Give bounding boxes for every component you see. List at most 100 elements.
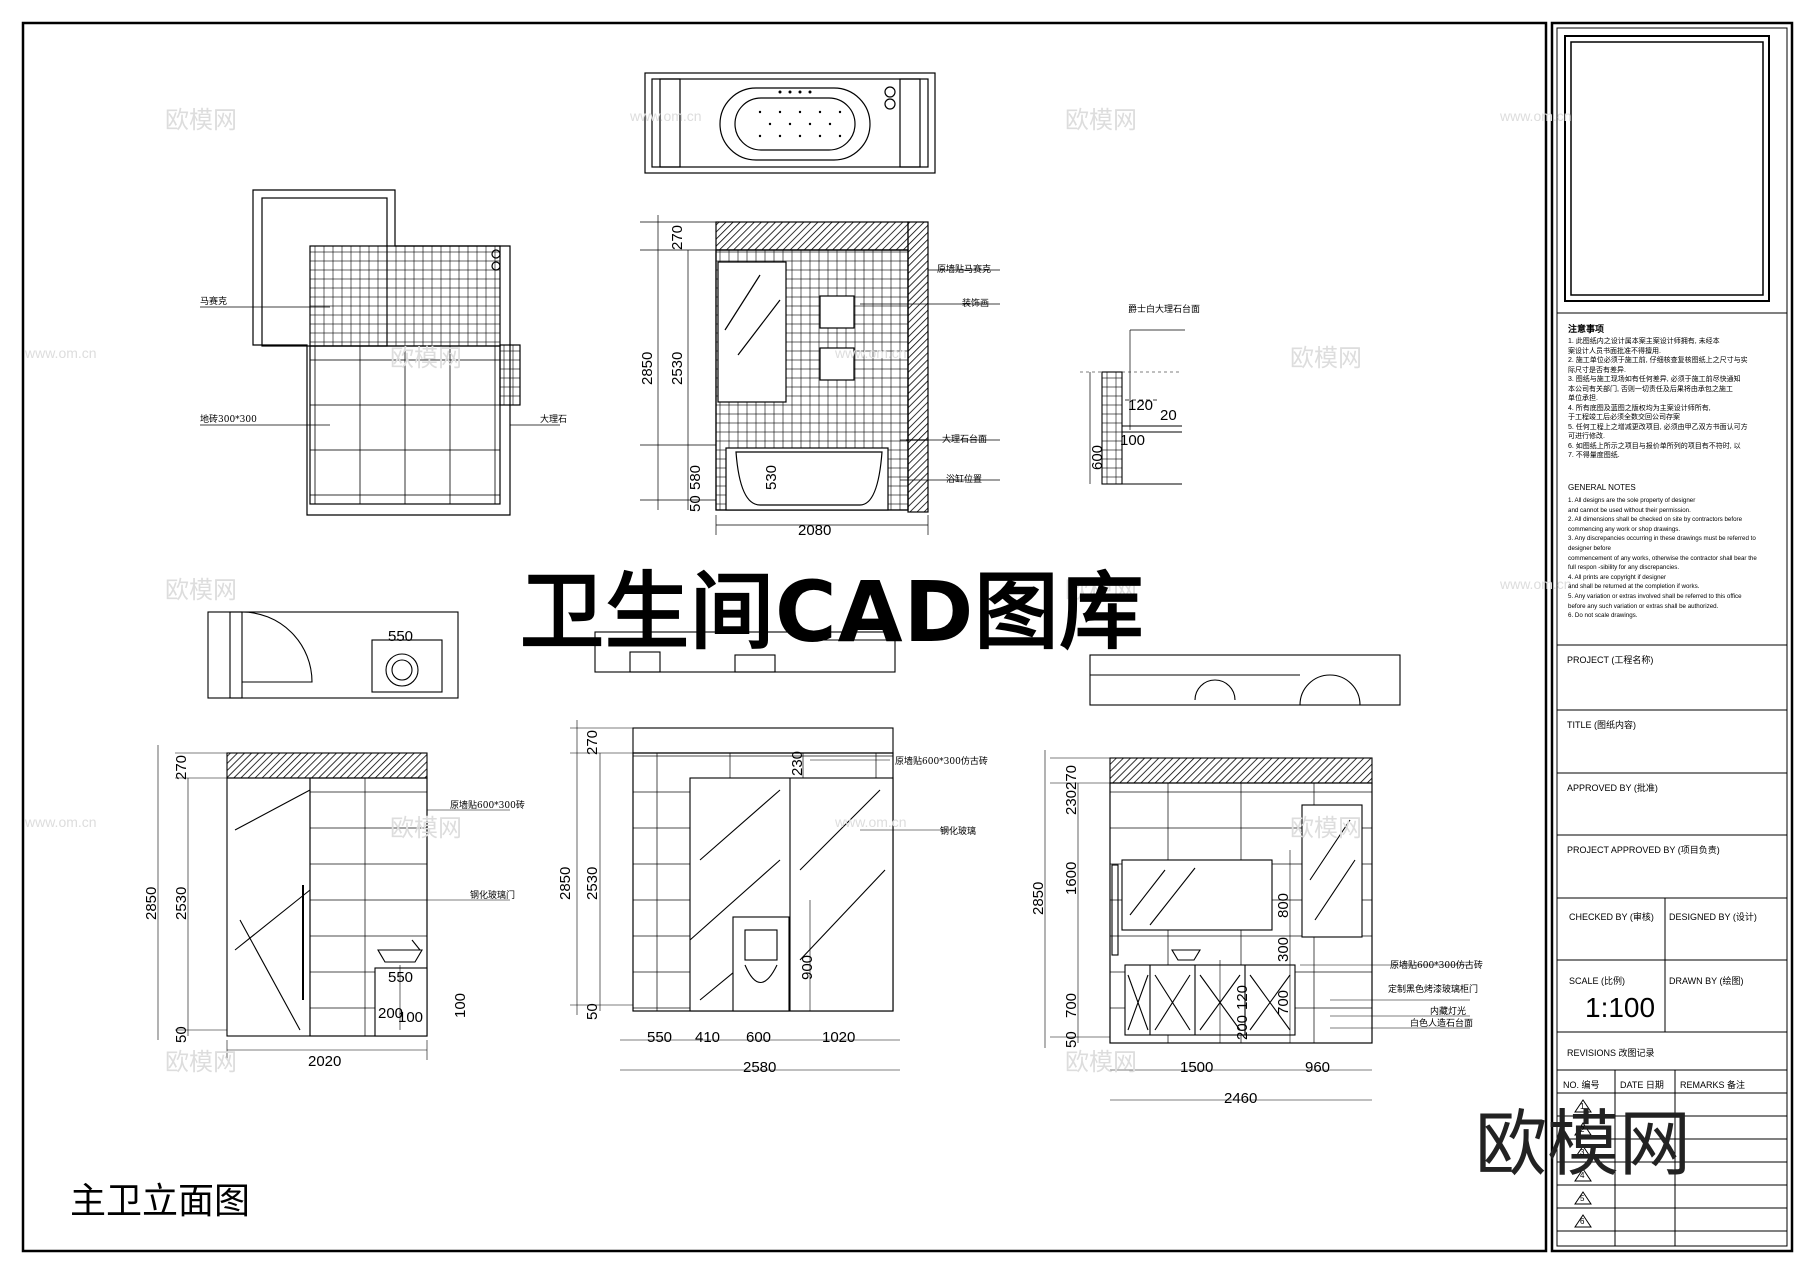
brand-watermark: 欧模网 <box>1475 1102 1692 1186</box>
field-scale: SCALE (比例) <box>1569 976 1626 986</box>
bathtub-elevation <box>640 215 1000 535</box>
label-marble-top: 大理石台面 <box>942 433 987 445</box>
note-item: 4. 所有底图及蓝图之版权均为主案设计师所有, <box>1568 404 1711 412</box>
dim-960: 960 <box>1305 1059 1330 1076</box>
dim-2850-a: 2850 <box>639 352 656 385</box>
dim-700-b: 700 <box>1275 990 1292 1015</box>
dim-2580: 2580 <box>743 1059 776 1076</box>
general-note-item: commencement of any works, otherwise the… <box>1568 554 1757 562</box>
dimension-labels: 270 2850 2530 580 530 50 2080 120 20 100… <box>143 225 1330 1107</box>
field-approved: APPROVED BY (批准) <box>1567 783 1658 793</box>
watermark-logo: 欧模网 <box>1290 814 1362 842</box>
dim-2020: 2020 <box>308 1053 341 1070</box>
revision-number: 5 <box>1580 1194 1585 1203</box>
note-item: 际尺寸是否有差异. <box>1568 366 1626 374</box>
note-item: 2. 施工单位必须于施工前, 仔细核查复核图纸上之尺寸与实 <box>1568 357 1748 364</box>
dim-270-a: 270 <box>669 225 686 250</box>
dim-100-b: 100 <box>398 1009 423 1026</box>
label-hidden-light: 内藏灯光 <box>1430 1005 1466 1017</box>
dim-900: 900 <box>799 955 816 980</box>
general-note-item: 3. Any discrepancies occurring in these … <box>1568 535 1756 543</box>
revision-triangles <box>1574 1099 1592 1228</box>
field-drawn: DRAWN BY (绘图) <box>1669 976 1744 986</box>
dim-200-b: 200 <box>1234 1015 1251 1040</box>
watermark-logo: 欧模网 <box>1065 576 1137 604</box>
dim-550-c: 550 <box>647 1029 672 1046</box>
shower-elevation <box>157 745 510 1060</box>
watermark-logo: 欧模网 <box>1065 106 1137 134</box>
label-glass-partition: 钢化玻璃 <box>940 825 976 837</box>
cabinet-plan <box>1089 654 1401 706</box>
field-designed: DESIGNED BY (设计) <box>1669 912 1757 922</box>
dim-550-b: 550 <box>388 969 413 986</box>
general-note-item: before any such variation or extras shal… <box>1568 602 1719 610</box>
dim-530: 530 <box>763 465 780 490</box>
dim-50-c: 50 <box>584 1003 601 1020</box>
watermark-url: www.om.cn <box>630 108 702 124</box>
countertop-section <box>1080 329 1185 485</box>
dim-50-b: 50 <box>173 1026 190 1043</box>
general-note-item: designer before <box>1568 544 1611 552</box>
dim-270-c: 270 <box>584 730 601 755</box>
general-notes-list: 1. All designs are the sole property of … <box>1568 496 1757 621</box>
revision-number: 2 <box>1580 1125 1585 1134</box>
floor-plan <box>200 189 560 516</box>
dim-580: 580 <box>687 465 704 490</box>
dim-120-b: 120 <box>1234 985 1251 1010</box>
dim-2530-a: 2530 <box>669 352 686 385</box>
toilet-elevation <box>570 720 950 1071</box>
revision-number: 6 <box>1580 1217 1585 1226</box>
watermark-logo: 欧模网 <box>165 1048 237 1076</box>
main-title: 卫生间CAD图库 <box>520 563 1145 661</box>
watermark-url: www.om.cn <box>25 814 97 830</box>
sheet-border <box>21 21 1794 1253</box>
general-note-item: and cannot be used without their permiss… <box>1568 506 1691 514</box>
watermark-logo: 欧模网 <box>165 576 237 604</box>
label-mosaic: 马赛克 <box>200 295 227 307</box>
dim-1600: 1600 <box>1063 862 1080 895</box>
toilet-plan <box>594 631 896 673</box>
dim-230-a: 230 <box>789 751 806 776</box>
scale-value: 1:100 <box>1585 992 1656 1023</box>
dim-550-a: 550 <box>388 628 413 645</box>
label-bath-position: 浴缸位置 <box>946 473 982 485</box>
dim-200-a: 200 <box>378 1005 403 1022</box>
field-checked: CHECKED BY (审核) <box>1569 912 1654 922</box>
note-item: 于工程竣工后必须全数交回公司存案 <box>1568 414 1680 421</box>
dim-2530-c: 2530 <box>584 867 601 900</box>
general-notes-title: GENERAL NOTES <box>1568 483 1636 492</box>
bathtub-plan <box>644 72 936 174</box>
dim-600-a: 600 <box>1089 445 1106 470</box>
watermark-logo: 欧模网 <box>165 106 237 134</box>
field-project-approved: PROJECT APPROVED BY (项目负责) <box>1567 845 1720 855</box>
notes-title: 注意事项 <box>1568 324 1605 334</box>
dim-2530-b: 2530 <box>173 887 190 920</box>
field-revisions: REVISIONS 改图记录 <box>1567 1048 1655 1058</box>
label-jazz-white: 爵士白大理石台面 <box>1128 303 1200 315</box>
revision-number: 3 <box>1580 1148 1585 1157</box>
general-note-item: and shall be returned at the completion … <box>1568 583 1700 591</box>
note-item: 单位承担. <box>1568 395 1598 402</box>
label-white-stone: 白色人造石台面 <box>1410 1017 1473 1029</box>
general-note-item: 2. All dimensions shall be checked on si… <box>1568 516 1743 524</box>
dim-2850-b: 2850 <box>143 887 160 920</box>
watermark-url: www.om.cn <box>1500 108 1572 124</box>
field-title: TITLE (图纸内容) <box>1567 720 1636 730</box>
dim-2850-d: 2850 <box>1030 882 1047 915</box>
general-note-item: 4. All prints are copyright if designer <box>1568 573 1667 581</box>
note-item: 5. 任何工程上之增减更改项目, 必须由甲乙双方书面认可方 <box>1568 423 1748 431</box>
revision-number: 4 <box>1580 1171 1585 1180</box>
watermark-url: www.om.cn <box>835 345 907 361</box>
dim-600-b: 600 <box>746 1029 771 1046</box>
general-note-item: 1. All designs are the sole property of … <box>1568 497 1696 504</box>
dim-2850-c: 2850 <box>557 867 574 900</box>
label-cabinet-door: 定制黑色烤漆玻璃柜门 <box>1388 983 1478 995</box>
col-remarks: REMARKS 备注 <box>1680 1080 1746 1090</box>
dim-300: 300 <box>1275 937 1292 962</box>
dim-230-b: 230 <box>1063 790 1080 815</box>
sheet-title: 主卫立面图 <box>70 1181 251 1222</box>
dim-2460: 2460 <box>1224 1090 1257 1107</box>
vanity-plan <box>207 611 459 699</box>
watermark-logo: 欧模网 <box>390 814 462 842</box>
